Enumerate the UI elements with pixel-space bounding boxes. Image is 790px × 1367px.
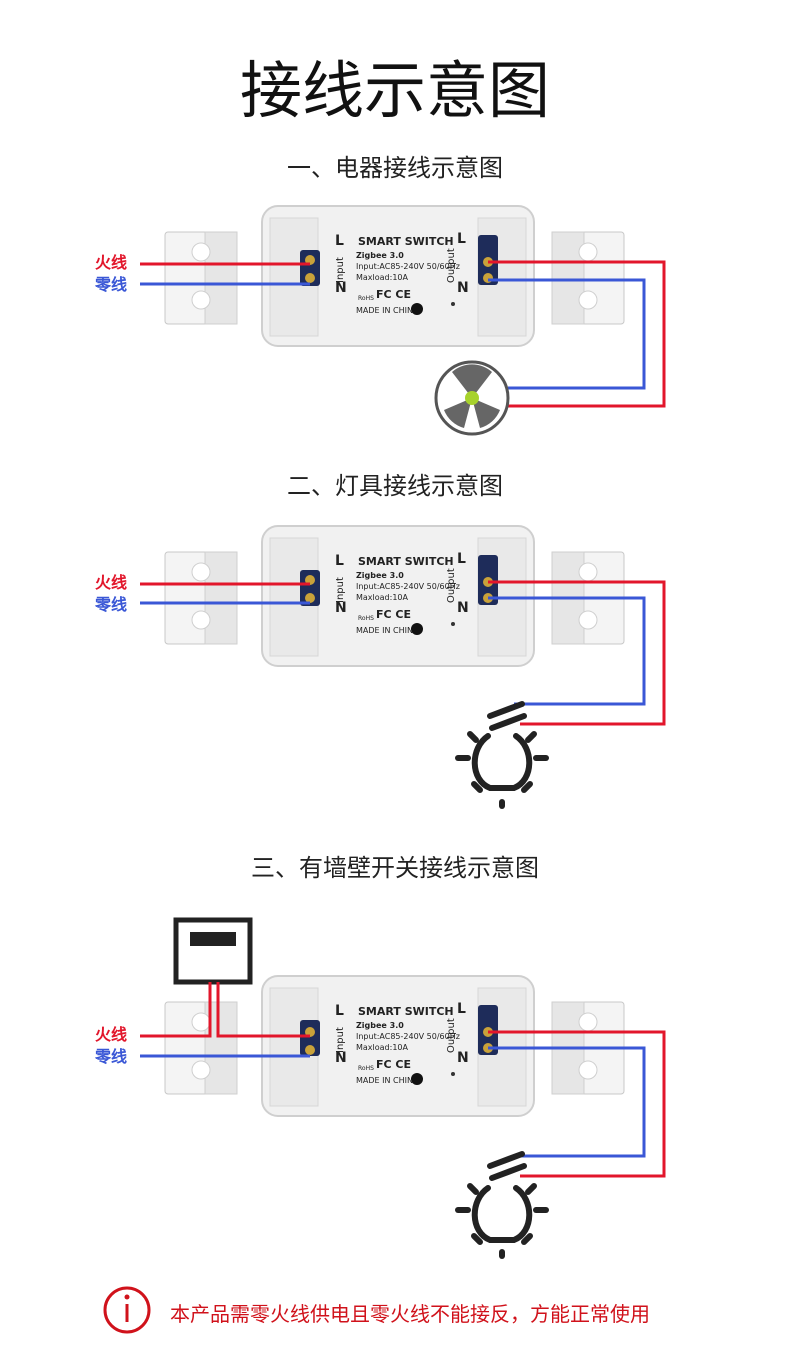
smart-switch-device: L N Input L N Output SMART SWITCH Zigbee… [261, 525, 535, 667]
label-input: Input [335, 257, 346, 283]
label-l: L [335, 1003, 344, 1019]
maxload-text: Maxload:10A [356, 593, 409, 602]
protocol-text: Zigbee 3.0 [356, 1021, 404, 1030]
maxload-text: Maxload:10A [356, 273, 409, 282]
live-wire-from-wall-switch [216, 982, 310, 1038]
label-l: L [335, 553, 344, 569]
section-2-diagram: L N Input L N Output SMART SWITCH Zigbee… [94, 525, 666, 809]
live-wire-out [488, 260, 666, 408]
pair-button [411, 1073, 423, 1085]
cert-marks: FC CE [376, 288, 411, 301]
input-spec-text: Input:AC85-240V 50/60Hz [356, 262, 460, 271]
label-n: N [335, 600, 347, 616]
neutral-wire-out [488, 596, 646, 706]
label-input: Input [335, 577, 346, 603]
left-mount-bracket [164, 1001, 238, 1095]
label-l: L [335, 233, 344, 249]
right-mount-bracket [551, 231, 625, 325]
left-mount-bracket [164, 231, 238, 325]
led-indicator [451, 1072, 455, 1076]
page-title: 接线示意图 [239, 54, 550, 127]
bulb-icon [455, 701, 549, 809]
label-n: N [335, 1050, 347, 1066]
made-in-text: MADE IN CHINA [356, 626, 419, 635]
live-label: 火线 [95, 1025, 127, 1044]
label-output: Output [446, 568, 457, 603]
section-2-heading: 二、灯具接线示意图 [287, 472, 503, 500]
smart-switch-device: L N Input L N Output SMART SWITCH Zigbee… [261, 975, 535, 1117]
made-in-text: MADE IN CHINA [356, 306, 419, 315]
input-spec-text: Input:AC85-240V 50/60Hz [356, 1032, 460, 1041]
protocol-text: Zigbee 3.0 [356, 251, 404, 260]
label-output: Output [446, 248, 457, 283]
wall-switch-icon [173, 917, 253, 985]
section-1-heading: 一、电器接线示意图 [287, 154, 503, 182]
neutral-label: 零线 [94, 275, 127, 294]
label-n-out: N [457, 280, 469, 296]
neutral-label: 零线 [94, 1047, 127, 1066]
live-label: 火线 [95, 573, 127, 592]
protocol-text: Zigbee 3.0 [356, 571, 404, 580]
section-3-diagram: L N Input L N Output SMART SWITCH Zigbee… [94, 917, 666, 1259]
pair-button [411, 623, 423, 635]
cert-marks: FC CE [376, 1058, 411, 1071]
warning-text: 本产品需零火线供电且零火线不能接反，方能正常使用 [170, 1302, 650, 1326]
rohs-mark: RoHS [358, 1065, 374, 1072]
smart-switch-device: L N Input L N Output SMART SWITCH Zigbee… [261, 205, 535, 347]
live-wire-out [488, 1030, 666, 1178]
led-indicator [451, 302, 455, 306]
label-output: Output [446, 1018, 457, 1053]
fan-icon [434, 360, 510, 436]
led-indicator [451, 622, 455, 626]
label-l-out: L [457, 231, 466, 247]
info-warning-icon [103, 1286, 151, 1334]
neutral-label: 零线 [94, 595, 127, 614]
label-input: Input [335, 1027, 346, 1053]
neutral-wire-out [488, 1046, 646, 1158]
live-wire-to-wall-switch [140, 982, 212, 1038]
label-l-out: L [457, 551, 466, 567]
left-mount-bracket [164, 551, 238, 645]
label-n-out: N [457, 1050, 469, 1066]
label-n-out: N [457, 600, 469, 616]
made-in-text: MADE IN CHINA [356, 1076, 419, 1085]
section-1-diagram: L N Input L N Output SMART SWITCH Zigbee… [94, 205, 666, 436]
cert-marks: FC CE [376, 608, 411, 621]
neutral-wire-out [488, 278, 646, 390]
rohs-mark: RoHS [358, 615, 374, 622]
live-wire-out [488, 580, 666, 726]
pair-button [411, 303, 423, 315]
maxload-text: Maxload:10A [356, 1043, 409, 1052]
bulb-icon [455, 1151, 549, 1259]
brand-text: SMART SWITCH [358, 555, 454, 568]
brand-text: SMART SWITCH [358, 1005, 454, 1018]
label-n: N [335, 280, 347, 296]
brand-text: SMART SWITCH [358, 235, 454, 248]
live-label: 火线 [95, 253, 127, 272]
rohs-mark: RoHS [358, 295, 374, 302]
input-spec-text: Input:AC85-240V 50/60Hz [356, 582, 460, 591]
section-3-heading: 三、有墙壁开关接线示意图 [251, 854, 539, 882]
label-l-out: L [457, 1001, 466, 1017]
